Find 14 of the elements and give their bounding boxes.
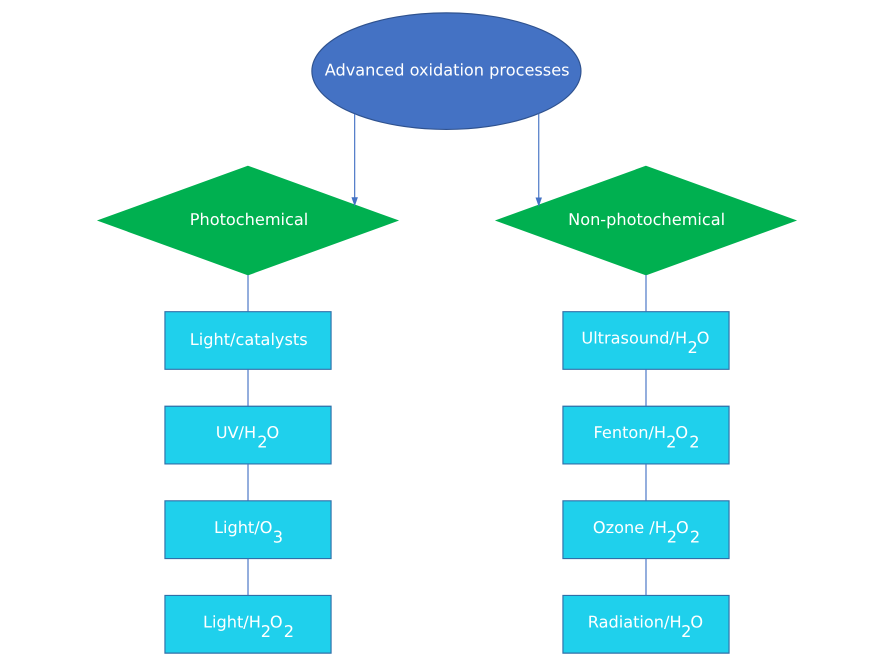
arrow xyxy=(536,114,542,207)
arrow xyxy=(351,114,358,206)
connector xyxy=(247,274,249,312)
node-ellipse: Advanced oxidation processes xyxy=(311,12,582,130)
node-box: Light/catalysts xyxy=(164,311,332,370)
node-diamond: Photochemical xyxy=(96,166,400,276)
connector xyxy=(645,464,647,501)
node-diamond: Non-photochemical xyxy=(494,166,798,276)
connector xyxy=(645,369,647,406)
connector xyxy=(645,274,647,312)
connector xyxy=(247,558,249,596)
connector xyxy=(645,558,647,596)
connector xyxy=(247,369,249,406)
connector xyxy=(247,464,249,501)
